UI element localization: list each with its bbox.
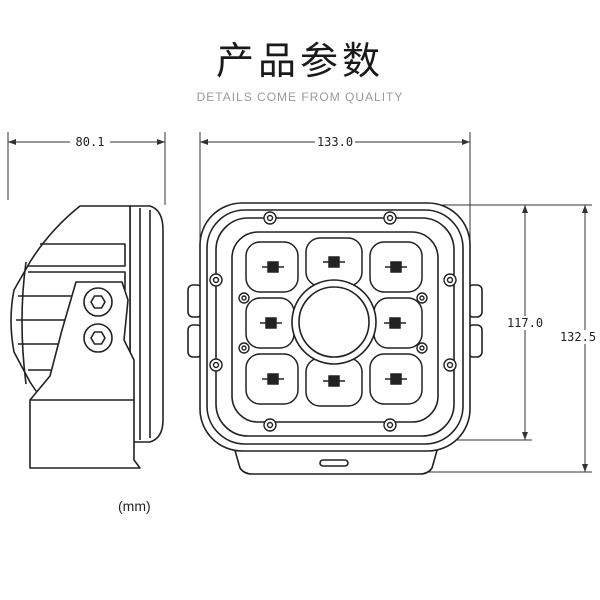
center-lens bbox=[291, 279, 377, 365]
led-cell bbox=[373, 297, 423, 349]
housing-screws bbox=[209, 211, 457, 432]
led-cell bbox=[245, 241, 299, 293]
screw bbox=[443, 273, 457, 287]
screw bbox=[383, 418, 397, 432]
side-view bbox=[10, 205, 164, 469]
screw bbox=[416, 292, 428, 304]
screw bbox=[443, 358, 457, 372]
led-cell bbox=[369, 353, 423, 405]
led-cell bbox=[305, 357, 363, 407]
screw bbox=[416, 342, 428, 354]
screw bbox=[238, 342, 250, 354]
screw bbox=[209, 358, 223, 372]
page-subtitle: DETAILS COME FROM QUALITY bbox=[196, 90, 404, 104]
led-cell bbox=[305, 237, 363, 287]
unit-label: (mm) bbox=[118, 498, 151, 514]
screw bbox=[263, 418, 277, 432]
led-cell bbox=[245, 297, 295, 349]
width-label: 133.0 bbox=[317, 135, 353, 149]
depth-label: 80.1 bbox=[76, 135, 105, 149]
screw bbox=[263, 211, 277, 225]
total-height-label: 132.5 bbox=[560, 330, 596, 344]
page-title: 产品参数 bbox=[215, 39, 384, 83]
screw bbox=[238, 292, 250, 304]
screw bbox=[383, 211, 397, 225]
screw bbox=[209, 273, 223, 287]
led-cell bbox=[245, 353, 299, 405]
lens-height-label: 117.0 bbox=[507, 316, 543, 330]
led-cells bbox=[245, 237, 423, 407]
led-cell bbox=[369, 241, 423, 293]
